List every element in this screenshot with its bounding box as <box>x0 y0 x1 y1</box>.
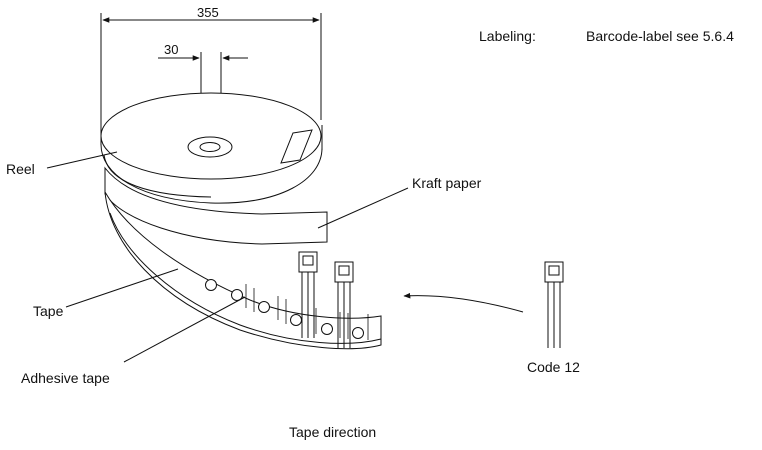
tape-hole <box>231 289 243 301</box>
tape-perforations <box>205 279 364 339</box>
leader-tape <box>65 268 179 308</box>
component-face <box>548 265 560 276</box>
tape-hole <box>290 314 302 326</box>
component-face <box>338 265 350 276</box>
callout-tape-direction: Tape direction <box>289 424 376 440</box>
leader-reel <box>46 151 118 169</box>
labeling-caption: Labeling: <box>479 28 536 44</box>
callout-code: Code 12 <box>527 359 580 375</box>
reel-top-flange <box>100 92 322 180</box>
reel-wound-tape-edge <box>103 154 212 198</box>
callout-kraft-paper: Kraft paper <box>412 175 482 191</box>
kraft-paper <box>104 166 328 245</box>
component-code-12 <box>544 261 564 348</box>
carrier-tape <box>104 191 382 350</box>
leader-kraft-paper <box>317 187 409 229</box>
callout-tape: Tape <box>33 303 64 319</box>
component-face <box>302 255 314 266</box>
reel-hub-inner <box>199 142 221 152</box>
callout-adhesive-tape: Adhesive tape <box>21 370 110 386</box>
tape-hole <box>352 327 364 339</box>
callout-reel: Reel <box>6 161 35 177</box>
tape-hole <box>321 323 333 335</box>
reel <box>100 92 323 204</box>
tape-hole <box>205 279 217 291</box>
dimension-30-label: 30 <box>164 42 178 57</box>
dimension-reel-diameter: 355 <box>100 5 322 135</box>
carrier-tape-edge-line <box>109 212 382 344</box>
tape-hole <box>258 301 270 313</box>
kraft-paper-band <box>104 166 328 245</box>
labeling-value: Barcode-label see 5.6.4 <box>586 28 734 44</box>
component-on-tape-1 <box>298 251 318 338</box>
component-on-tape-2 <box>334 261 354 348</box>
insertion-arrow <box>403 292 524 313</box>
barcode-label-shape <box>280 129 313 164</box>
dimension-355-label: 355 <box>197 5 219 20</box>
leader-adhesive-tape <box>123 296 246 363</box>
